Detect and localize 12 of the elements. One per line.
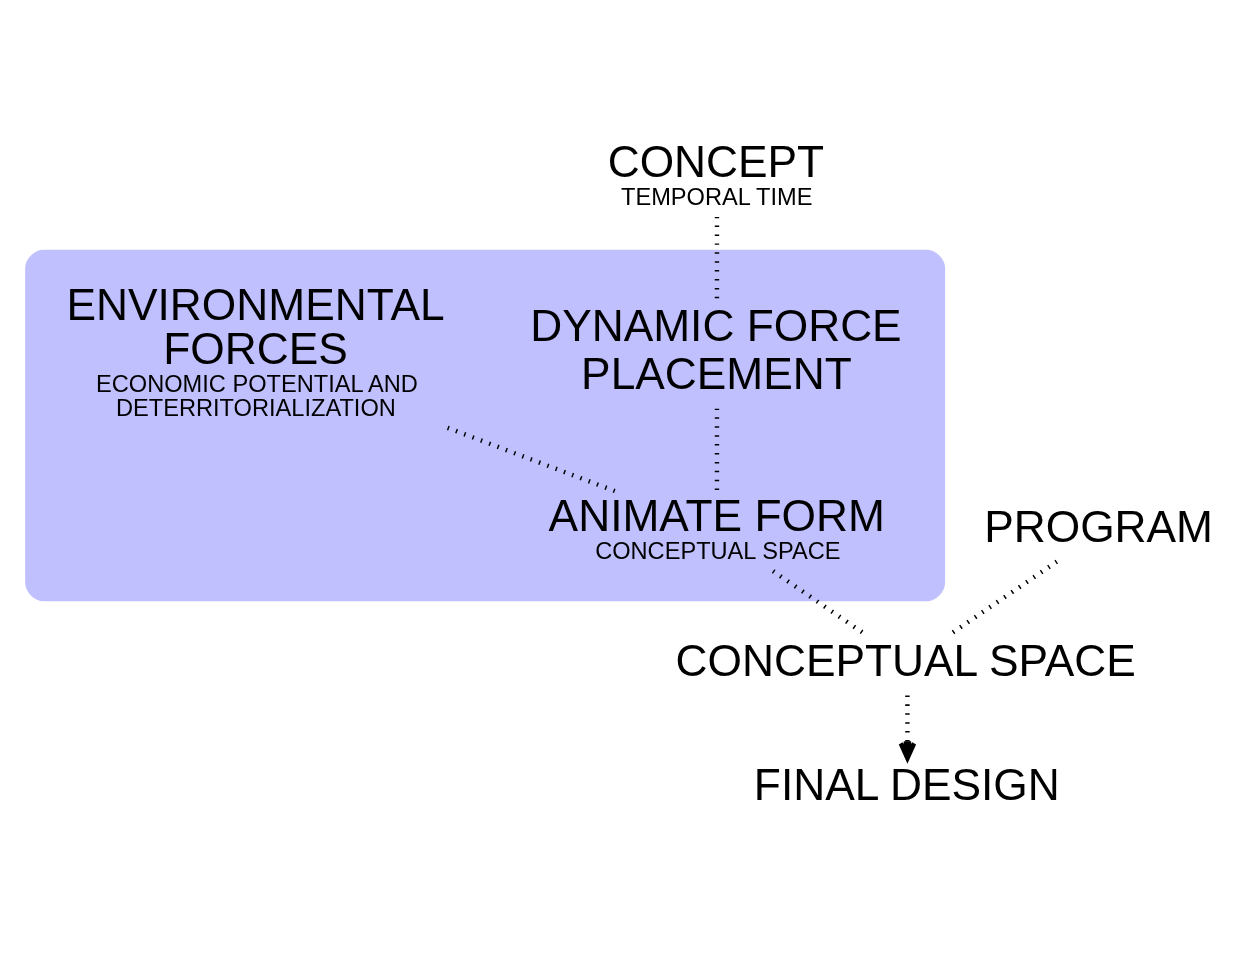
- node-text: FINAL DESIGN: [753, 759, 1060, 809]
- connector: [446, 425, 616, 494]
- node-text: CONCEPTUAL SPACE: [675, 635, 1136, 685]
- connector: [714, 216, 720, 299]
- node-text: ANIMATE FORM CONCEPTUAL SPACE: [548, 491, 885, 564]
- cluster: [25, 249, 946, 602]
- arrow: [898, 695, 917, 761]
- node-text: CONCEPT TEMPORAL TIME: [607, 136, 825, 210]
- connector: [714, 408, 720, 492]
- node-text: ENVIRONMENTAL FORCES ECONOMIC POTENTIAL AND DETERRITORIALIZATION: [66, 280, 445, 421]
- node-text: DYNAMIC FORCE PLACEMENT: [530, 300, 902, 399]
- node-text: PROGRAM: [984, 502, 1214, 552]
